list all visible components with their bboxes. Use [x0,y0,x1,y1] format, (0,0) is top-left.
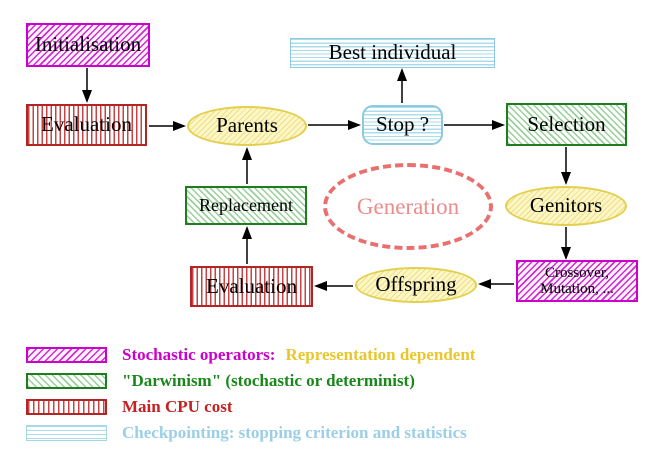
node-evaluation-top: Evaluation [26,104,147,146]
node-stop-label: Stop ? [375,112,430,137]
node-selection: Selection [506,103,627,146]
node-mutation-label: Mutation, ... [540,281,614,297]
generation-loop-ellipse: Generation [323,163,493,250]
node-initialisation: Initialisation [26,23,150,67]
node-stop: Stop ? [362,105,443,145]
legend-checkpointing-label: Checkpointing: stopping criterion and st… [122,423,467,442]
node-selection-label: Selection [527,111,606,136]
node-replacement: Replacement [185,186,307,225]
node-crossover-label: Crossover, [545,264,609,281]
node-initialisation-label: Initialisation [34,32,142,57]
legend-stochastic-label: Stochastic operators: [122,345,276,364]
node-best-individual-label: Best individual [328,40,457,65]
node-crossover-mutation: Crossover, Mutation, ... [516,260,638,302]
node-parents-label: Parents [216,113,278,138]
legend-stochastic-extra-label: Representation dependent [285,345,476,364]
node-offspring-label: Offspring [375,272,457,297]
legend-row-cpu-cost: Main CPU cost [26,397,232,417]
node-evaluation-bottom-label: Evaluation [206,273,297,298]
legend-swatch-darwinism [26,373,107,389]
node-genitors: Genitors [505,186,627,226]
node-evaluation-bottom: Evaluation [190,266,313,307]
legend-row-darwinism: "Darwinism" (stochastic or determinist) [26,371,415,391]
legend-row-stochastic: Stochastic operators: Representation dep… [26,345,475,365]
generation-label: Generation [356,193,460,219]
legend-cpu-cost-label: Main CPU cost [122,397,233,416]
node-parents: Parents [187,106,307,146]
node-offspring: Offspring [355,267,477,303]
node-best-individual: Best individual [290,38,495,68]
legend-swatch-cpu-cost [26,399,107,415]
legend-swatch-stochastic [26,347,107,363]
legend-row-checkpointing: Checkpointing: stopping criterion and st… [26,423,467,443]
node-genitors-label: Genitors [529,193,603,218]
node-evaluation-top-label: Evaluation [41,112,132,137]
node-replacement-label: Replacement [199,194,293,215]
legend-swatch-checkpointing [26,425,107,441]
legend-darwinism-label: "Darwinism" (stochastic or determinist) [122,371,415,390]
